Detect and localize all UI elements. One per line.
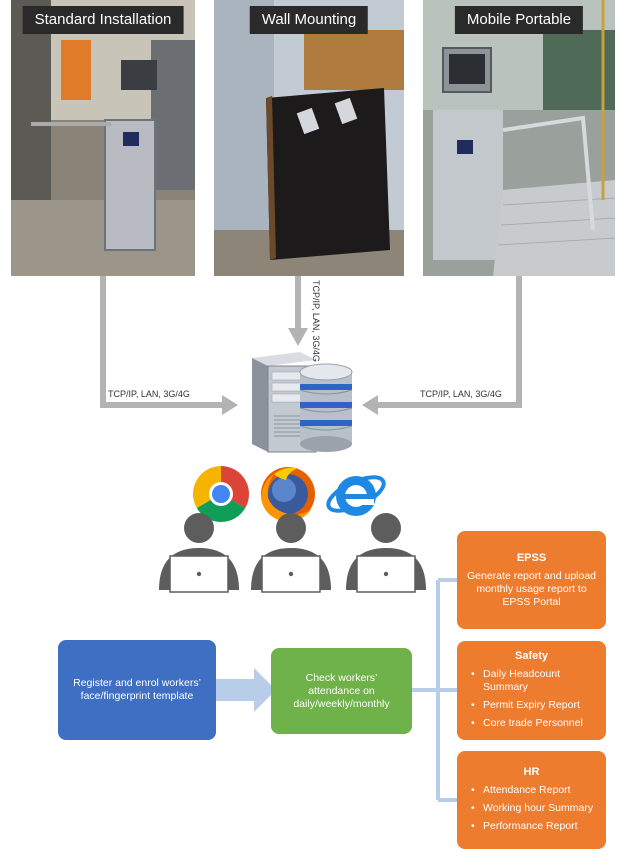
mobile-portable-photo: Mobile Portable [423, 0, 615, 276]
wall-mounting-photo: Wall Mounting [214, 0, 404, 276]
hr-item-working-hour: Working hour Summary [471, 802, 598, 815]
firefox-icon [261, 467, 315, 522]
output-bracket [412, 578, 458, 802]
hr-item-attendance: Attendance Report [471, 784, 598, 797]
epss-text: Generate report and upload monthly usage… [467, 569, 597, 608]
register-box: Register and enrol workers’ face/fingerp… [58, 640, 216, 740]
turnstile-photo-icon [11, 0, 195, 276]
epss-box: EPSS Generate report and upload monthly … [457, 531, 606, 629]
wall-mount-photo-icon [214, 0, 404, 276]
ie-icon [326, 475, 386, 516]
mobile-turnstile-photo-icon [423, 0, 615, 276]
chrome-icon [192, 466, 250, 523]
flow-arrow [216, 668, 276, 712]
epss-title: EPSS [516, 551, 547, 564]
middle-arrowhead [288, 328, 308, 346]
hr-item-performance: Performance Report [471, 820, 598, 833]
mobile-portable-label: Mobile Portable [454, 6, 584, 34]
hr-box: HR Attendance Report Working hour Summar… [457, 751, 606, 849]
left-connection-label: TCP/IP, LAN, 3G/4G [108, 389, 190, 399]
connector-arrows [100, 276, 522, 408]
safety-item-daily-headcount: Daily Headcount Summary [471, 668, 598, 694]
right-arrowhead [362, 395, 378, 415]
safety-list: Daily Headcount Summary Permit Expiry Re… [465, 668, 598, 735]
right-connector-line [378, 276, 522, 408]
safety-box: Safety Daily Headcount Summary Permit Ex… [457, 641, 606, 740]
safety-item-core-trade: Core trade Personnel [471, 717, 598, 730]
standard-installation-photo: Standard Installation [11, 0, 195, 276]
hr-list: Attendance Report Working hour Summary P… [465, 784, 598, 838]
database-icon [299, 363, 353, 452]
check-attendance-text: Check workers’ attendance on daily/weekl… [293, 671, 390, 710]
register-text: Register and enrol workers’ face/fingerp… [73, 677, 201, 702]
safety-item-permit-expiry: Permit Expiry Report [471, 699, 598, 712]
check-attendance-box: Check workers’ attendance on daily/weekl… [271, 648, 412, 734]
left-connector-line [100, 276, 222, 408]
standard-installation-label: Standard Installation [22, 6, 184, 34]
wall-mounting-label: Wall Mounting [249, 6, 369, 34]
safety-title: Safety [514, 650, 549, 662]
right-connection-label: TCP/IP, LAN, 3G/4G [420, 389, 502, 399]
user-laptop-icon [159, 513, 426, 593]
hr-title: HR [523, 766, 540, 778]
middle-connection-label: TCP/IP, LAN, 3G/4G [311, 280, 321, 362]
left-arrowhead [222, 395, 238, 415]
